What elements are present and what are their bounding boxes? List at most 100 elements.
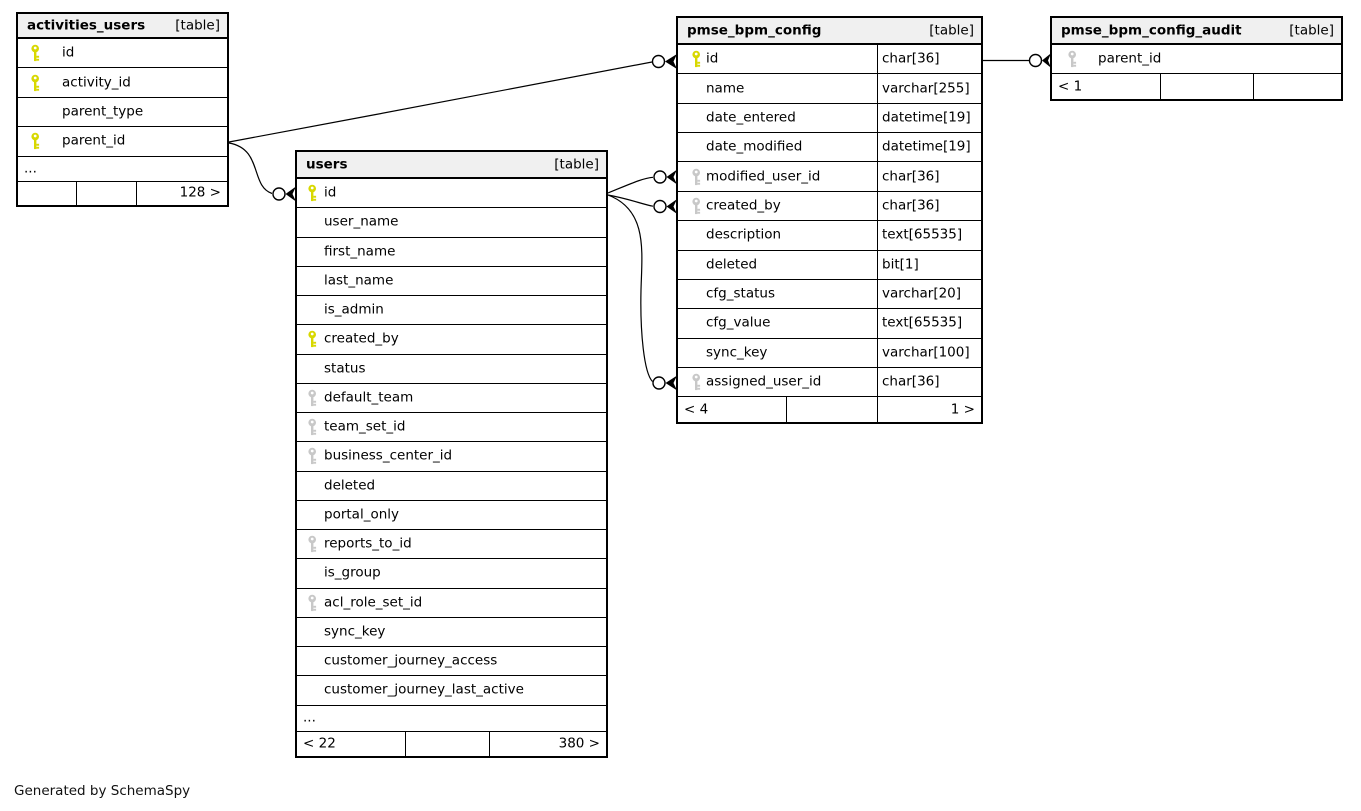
table-header: pmse_bpm_config_audit[table] <box>1052 18 1341 45</box>
column-name: customer_journey_last_active <box>324 681 524 698</box>
footer-cell-middle <box>405 731 489 756</box>
table-footer: < 1 <box>1052 74 1341 99</box>
zero-circle-marker <box>651 54 666 69</box>
column-name: last_name <box>324 272 394 289</box>
column-name: customer_journey_access <box>324 652 498 669</box>
column-type: varchar[100] <box>882 344 970 361</box>
relationship-line <box>607 194 653 382</box>
column-type: datetime[19] <box>882 138 971 155</box>
column-type: char[36] <box>882 167 940 184</box>
column-row-parent_id: parent_id <box>1052 45 1341 74</box>
zero-circle-marker <box>652 376 666 390</box>
edge-pmse_bpm_config-id-to-pmse_bpm_config_audit-parent_id <box>983 53 1051 68</box>
column-name: cfg_status <box>706 285 775 302</box>
generated-by-note: Generated by SchemaSpy <box>14 783 191 799</box>
table-pmse_bpm_config[interactable]: pmse_bpm_config [table] id char[36] name varc… <box>676 16 983 425</box>
column-row-first_name: first_name <box>297 238 606 267</box>
zero-circle-marker <box>653 170 667 184</box>
primary-key-icon <box>307 331 318 348</box>
column-name: reports_to_id <box>324 535 412 552</box>
foreign-key-icon <box>307 535 318 553</box>
column-row-parent_id: parent_id <box>18 127 227 157</box>
footer-cell-left: < 22 <box>297 732 405 756</box>
column-name: id <box>706 50 719 67</box>
column-name: sync_key <box>706 344 768 361</box>
column-name: parent_id <box>1098 50 1162 67</box>
column-name: default_team <box>324 389 414 406</box>
footer-cell-text: 1 > <box>950 401 975 418</box>
primary-key-icon <box>307 184 318 202</box>
relationship-line <box>607 176 654 194</box>
column-row-team_set_id: team_set_id <box>297 413 606 443</box>
foreign-key-icon <box>307 594 318 611</box>
column-name: created_by <box>324 330 399 347</box>
primary-key-icon <box>30 74 41 91</box>
table-type-badge: [table] <box>175 16 220 33</box>
footer-cell-text: < 1 <box>1058 77 1083 94</box>
edge-users-id-to-pmse_bpm_config-created_by <box>607 194 677 214</box>
footer-cell-left: < 4 <box>678 397 786 422</box>
column-row-customer_journey_last_active: customer_journey_last_active <box>297 676 606 706</box>
footer-cell-text: < 22 <box>303 734 336 751</box>
column-name: business_center_id <box>324 447 453 464</box>
table-pmse_bpm_config_audit[interactable]: pmse_bpm_config_audit[table] parent_id < 1 <box>1050 16 1343 101</box>
column-row-created_by: created_by <box>297 325 606 355</box>
column-row-assigned_user_id: assigned_user_id char[36] <box>678 368 981 398</box>
column-row-id: id <box>18 39 227 69</box>
footer-cell-right <box>1253 74 1341 99</box>
column-name: description <box>706 226 782 243</box>
table-header: pmse_bpm_config [table] <box>678 18 981 45</box>
column-name: deleted <box>324 476 376 493</box>
table-header: activities_users [table] <box>18 14 227 39</box>
column-name: acl_role_set_id <box>324 593 423 610</box>
foreign-key-icon <box>691 197 702 215</box>
column-row-parent_type: parent_type <box>18 98 227 128</box>
primary-key-icon <box>30 133 41 150</box>
column-type: text[65535] <box>882 226 963 243</box>
table-name-users[interactable]: users <box>306 155 348 172</box>
column-name: date_modified <box>706 138 803 155</box>
column-row-default_team: default_team <box>297 384 606 413</box>
column-row-deleted: deleted <box>297 472 606 501</box>
table-type-badge: [table] <box>929 21 974 38</box>
column-type: char[36] <box>882 50 940 67</box>
footer-cell-text: 380 > <box>558 734 600 751</box>
column-row-user_name: user_name <box>297 208 606 238</box>
table-footer: < 22 380 > <box>297 731 606 756</box>
edge-activities_users-parent_id-to-users-id <box>228 142 296 202</box>
column-row-is_group: is_group <box>297 559 606 589</box>
column-name: is_group <box>324 564 381 581</box>
table-name-pmse_bpm_config[interactable]: pmse_bpm_config <box>687 21 822 38</box>
relationship-line <box>228 61 653 143</box>
column-name: date_entered <box>706 109 796 126</box>
column-type: char[36] <box>882 373 940 390</box>
table-type-badge: [table] <box>554 155 599 172</box>
column-row-portal_only: portal_only <box>297 501 606 530</box>
column-row-sync_key: sync_key varchar[100] <box>678 339 981 368</box>
column-row-date_modified: date_modified datetime[19] <box>678 133 981 163</box>
footer-cell-right: 1 > <box>877 397 981 423</box>
foreign-key-icon <box>307 448 318 465</box>
column-row-id: id <box>297 179 606 209</box>
column-type: varchar[255] <box>882 79 970 96</box>
column-name: name <box>706 79 745 96</box>
column-row-activity_id: activity_id <box>18 68 227 98</box>
column-name: id <box>324 184 337 201</box>
column-row-last_name: last_name <box>297 267 606 296</box>
edge-users-id-to-pmse_bpm_config-assigned_user_id <box>607 194 677 391</box>
column-name: assigned_user_id <box>706 373 822 390</box>
footer-cell-middle <box>786 397 877 423</box>
table-name-pmse_bpm_config_audit[interactable]: pmse_bpm_config_audit <box>1061 21 1242 38</box>
table-name-activities_users[interactable]: activities_users <box>27 16 146 33</box>
column-type: bit[1] <box>882 256 919 273</box>
table-header: users [table] <box>297 152 606 179</box>
column-name: parent_type <box>62 103 144 120</box>
